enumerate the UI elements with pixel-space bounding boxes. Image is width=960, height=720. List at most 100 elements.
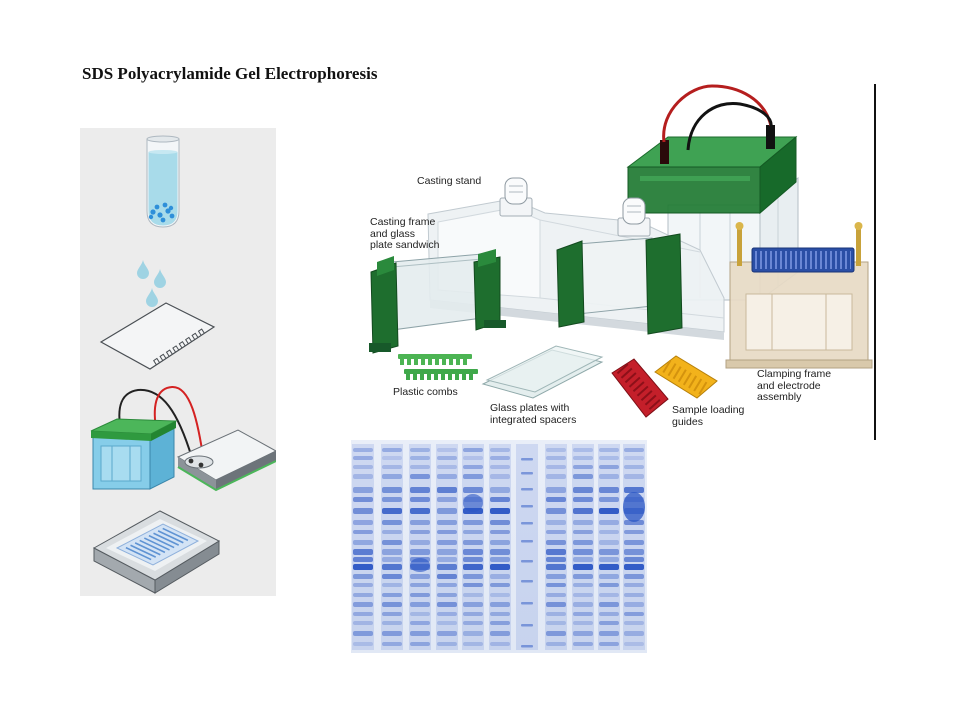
tube-rim xyxy=(146,135,180,143)
gel-band xyxy=(573,456,593,460)
gold-electrode-post xyxy=(856,226,861,266)
gel-band xyxy=(573,530,593,534)
gel-band xyxy=(382,456,402,460)
gel-band xyxy=(599,540,619,545)
tank-lid-front xyxy=(91,431,151,441)
gel-band xyxy=(437,448,457,452)
clamping-frame-assembly xyxy=(725,222,873,369)
gel-band xyxy=(437,557,457,562)
tray-gel-lane xyxy=(139,539,166,554)
power-supply-base-trim xyxy=(177,460,276,492)
gel-band xyxy=(546,549,566,555)
gel-band xyxy=(463,574,483,579)
gel-band xyxy=(573,549,593,555)
gel-band xyxy=(410,612,430,616)
gel-band xyxy=(573,612,593,616)
gel-band xyxy=(599,602,619,607)
photo-divider-line xyxy=(874,84,876,440)
gel-band xyxy=(463,549,483,555)
gel-band xyxy=(463,557,483,562)
comb-spine xyxy=(398,354,472,359)
gel-band xyxy=(624,583,644,587)
gel-band xyxy=(573,540,593,545)
tank-inner-chamber xyxy=(100,445,142,482)
gel-band xyxy=(353,642,373,646)
sample-loading-guide-yellow xyxy=(654,355,718,399)
staining-tray-icon xyxy=(92,510,221,594)
label-glass-plates: Glass plates with integrated spacers xyxy=(490,402,576,426)
gel-band xyxy=(463,564,483,570)
gel-band xyxy=(382,487,402,493)
gel-lane xyxy=(409,444,431,650)
gel-band xyxy=(410,474,430,479)
black-wire xyxy=(118,388,193,459)
gel-band xyxy=(573,474,593,479)
gel-band xyxy=(463,494,483,512)
gel-band xyxy=(463,520,483,525)
gel-band xyxy=(463,456,483,460)
gel-band xyxy=(599,642,619,646)
frame-bar xyxy=(473,256,501,331)
casting-stand-clamp xyxy=(617,197,651,237)
gel-background xyxy=(351,440,647,653)
label-clamping-frame: Clamping frame and electrode assembly xyxy=(757,368,832,404)
tray-gel-lane xyxy=(130,544,157,558)
gel-band xyxy=(624,549,644,555)
gel-band xyxy=(546,520,566,525)
gel-band xyxy=(437,520,457,525)
gel-band xyxy=(382,602,402,607)
gel-band xyxy=(410,530,430,534)
loading-guide-body xyxy=(611,358,669,418)
workflow-illustration-panel xyxy=(80,128,276,596)
gel-band xyxy=(463,465,483,469)
gold-electrode-cap xyxy=(735,222,744,230)
glass-plates xyxy=(481,345,604,399)
gel-band xyxy=(573,520,593,525)
gel-band xyxy=(490,549,510,555)
gel-band xyxy=(437,530,457,534)
gel-band xyxy=(353,593,373,597)
tray-gel-lane xyxy=(148,534,175,549)
frame-bar xyxy=(556,240,585,328)
gold-electrode-cap xyxy=(854,222,863,230)
gel-band xyxy=(623,492,645,522)
gel-band xyxy=(490,642,510,646)
gel-band xyxy=(599,583,619,587)
gel-band xyxy=(546,497,566,502)
slide-title: SDS Polyacrylamide Gel Electrophoresis xyxy=(82,64,378,83)
casting-frame-in-stand xyxy=(556,233,683,335)
gel-band xyxy=(382,520,402,525)
label-line: Sample loading xyxy=(672,404,745,416)
gel-band xyxy=(463,642,483,646)
gel-band xyxy=(463,583,483,587)
gel-band xyxy=(353,540,373,545)
casting-stand-clamp xyxy=(499,177,533,217)
gel-lane xyxy=(545,444,567,650)
gel-band xyxy=(599,508,619,514)
droplet xyxy=(154,269,166,288)
sample-particles xyxy=(148,202,175,223)
gel-band xyxy=(382,574,402,579)
gel-band xyxy=(573,557,593,562)
clamp-cam xyxy=(504,177,528,205)
gel-band xyxy=(573,465,593,469)
gel-band xyxy=(546,631,566,636)
gel-band xyxy=(382,583,402,587)
gel-marker-band xyxy=(521,602,533,605)
gel-band xyxy=(410,593,430,597)
gel-band xyxy=(490,530,510,534)
gel-band xyxy=(410,448,430,452)
label-line: Clamping frame xyxy=(757,368,832,380)
label-casting-stand: Casting stand xyxy=(417,175,481,188)
gel-band xyxy=(382,497,402,502)
particle xyxy=(169,213,175,219)
electrophoresis-tank-icon xyxy=(90,418,178,490)
gel-band xyxy=(490,593,510,597)
gel-band xyxy=(599,474,619,479)
gel-band xyxy=(410,558,430,572)
gel-band xyxy=(463,602,483,607)
sample-loading-guide-red xyxy=(611,358,669,418)
gel-band xyxy=(573,508,593,514)
gel-band xyxy=(599,497,619,502)
gel-band xyxy=(624,456,644,460)
